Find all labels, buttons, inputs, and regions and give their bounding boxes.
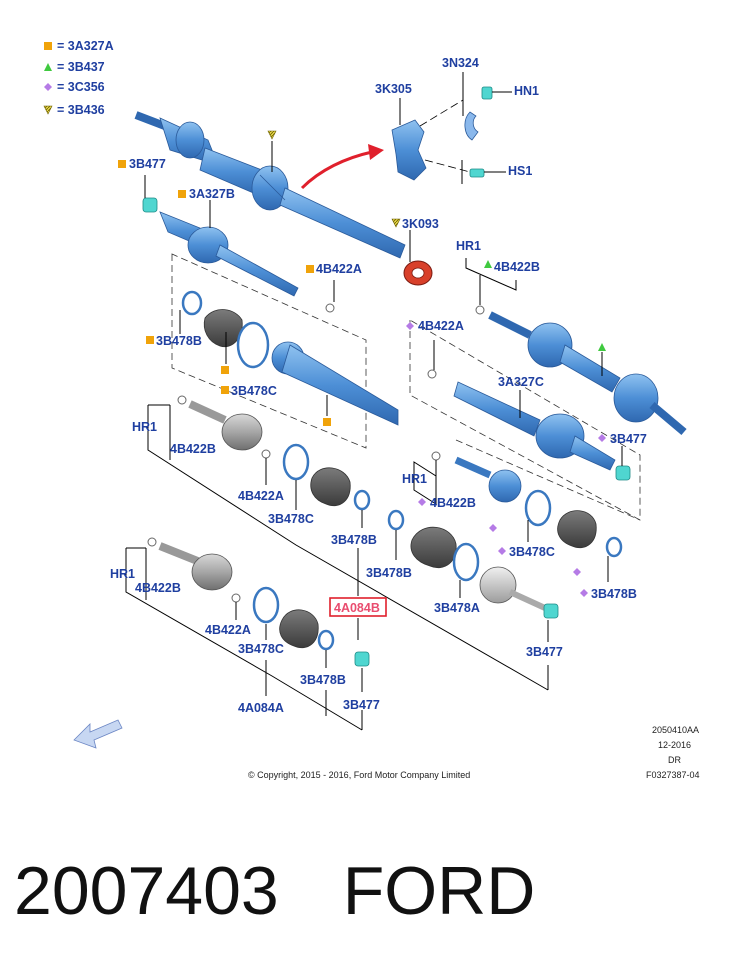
main-halfshaft (134, 111, 406, 259)
part-label: 4B422B (494, 260, 540, 274)
part-label: 4B422B (430, 496, 476, 510)
square-marker-icon (221, 366, 229, 374)
cyan-nut-part (543, 603, 559, 619)
diamond-marker-icon (598, 434, 606, 442)
part-label: 4B422A (316, 262, 362, 276)
legend: = 3A327A = 3B437 = 3C356 = 3B436 (43, 39, 114, 117)
legend-square-icon (44, 42, 52, 50)
part-label: 4A084A (238, 701, 284, 715)
highlight-box (329, 597, 387, 617)
square-marker-icon (323, 418, 331, 426)
part-labels: 3K305 3N324 HN1 HS1 3B477 3A327B 3K093 H… (110, 56, 647, 715)
part-label: 3B477 (343, 698, 380, 712)
cyan-nut-part (615, 465, 631, 481)
part-number: 2007403 (14, 853, 279, 929)
part-label: 3B478C (509, 545, 555, 559)
diamond-marker-icon (498, 547, 506, 555)
diamond-marker-icon (489, 524, 497, 532)
bolt-hs1 (469, 168, 485, 178)
bolt-hn1 (481, 86, 493, 100)
legend-triangle-icon (44, 63, 52, 71)
inner-shaft-blue (271, 341, 399, 426)
part-label: 3K093 (402, 217, 439, 231)
legend-text: = 3B436 (57, 103, 105, 117)
part-label: 3B477 (526, 645, 563, 659)
bracket-part (464, 111, 479, 141)
legend-diamond-icon (44, 83, 52, 91)
part-label: HR1 (402, 472, 427, 486)
part-label: 3B477 (129, 157, 166, 171)
part-label: HS1 (508, 164, 532, 178)
part-label: HN1 (514, 84, 539, 98)
shaft-3A327C (453, 381, 616, 471)
doc-date: 12-2016 (658, 740, 691, 750)
legend-inverted-triangle-icon (43, 105, 53, 115)
part-label: 3B478B (366, 566, 412, 580)
part-label: 3B478C (231, 384, 277, 398)
part-label: 4B422B (170, 442, 216, 456)
square-marker-icon (178, 190, 186, 198)
knuckle-part (391, 119, 427, 181)
diamond-marker-icon (406, 322, 414, 330)
diamond-marker-icon (418, 498, 426, 506)
part-label: 3A327B (189, 187, 235, 201)
part-label: HR1 (110, 567, 135, 581)
highlighted-part-label: 4A084B (334, 601, 380, 615)
figure-number: F0327387-04 (646, 770, 700, 780)
legend-text: = 3C356 (57, 80, 105, 94)
caption: 2007403 FORD (14, 852, 535, 930)
legend-text: = 3A327A (57, 39, 114, 53)
part-label: HR1 (132, 420, 157, 434)
red-arrow-icon (368, 144, 384, 160)
navigation-arrow-icon (73, 719, 123, 749)
part-label: 4B422A (205, 623, 251, 637)
brand-name: FORD (342, 853, 536, 929)
part-label: 3B478B (300, 673, 346, 687)
right-halfshaft (488, 311, 687, 436)
cyan-nut-part (142, 197, 158, 213)
part-label: 3B478C (268, 512, 314, 526)
cyan-nut-part (354, 651, 370, 667)
document-metadata: 2050410AA 12-2016 DR F0327387-04 © Copyr… (248, 725, 700, 780)
part-label: 4B422A (238, 489, 284, 503)
part-label: 3B478A (434, 601, 480, 615)
part-label: 3K305 (375, 82, 412, 96)
triangle-marker-icon (598, 343, 606, 351)
part-label: 3B478B (156, 334, 202, 348)
triangle-marker-icon (484, 260, 492, 268)
exploded-parts-diagram: = 3A327A = 3B437 = 3C356 = 3B436 (43, 39, 700, 780)
part-label: 4B422B (135, 581, 181, 595)
gray-tripod-housing (188, 400, 263, 451)
part-label: 3B478C (238, 642, 284, 656)
square-marker-icon (221, 386, 229, 394)
steering-knuckle-group (300, 72, 512, 190)
inverted-triangle-icon (267, 130, 277, 140)
part-label: 3A327C (498, 375, 544, 389)
part-label: 3B477 (610, 432, 647, 446)
part-label: 3B478B (591, 587, 637, 601)
square-marker-icon (306, 265, 314, 273)
doc-id: 2050410AA (652, 725, 699, 735)
diamond-marker-icon (573, 568, 581, 576)
part-label: 4B422A (418, 319, 464, 333)
doc-code: DR (668, 755, 681, 765)
legend-text: = 3B437 (57, 60, 105, 74)
part-label: 3B478B (331, 533, 377, 547)
copyright: © Copyright, 2015 - 2016, Ford Motor Com… (248, 770, 470, 780)
diamond-marker-icon (580, 589, 588, 597)
inverted-triangle-icon (391, 218, 401, 228)
square-marker-icon (118, 160, 126, 168)
part-label: HR1 (456, 239, 481, 253)
square-marker-icon (146, 336, 154, 344)
part-label: 3N324 (442, 56, 479, 70)
shaft-3A327B (159, 211, 299, 297)
